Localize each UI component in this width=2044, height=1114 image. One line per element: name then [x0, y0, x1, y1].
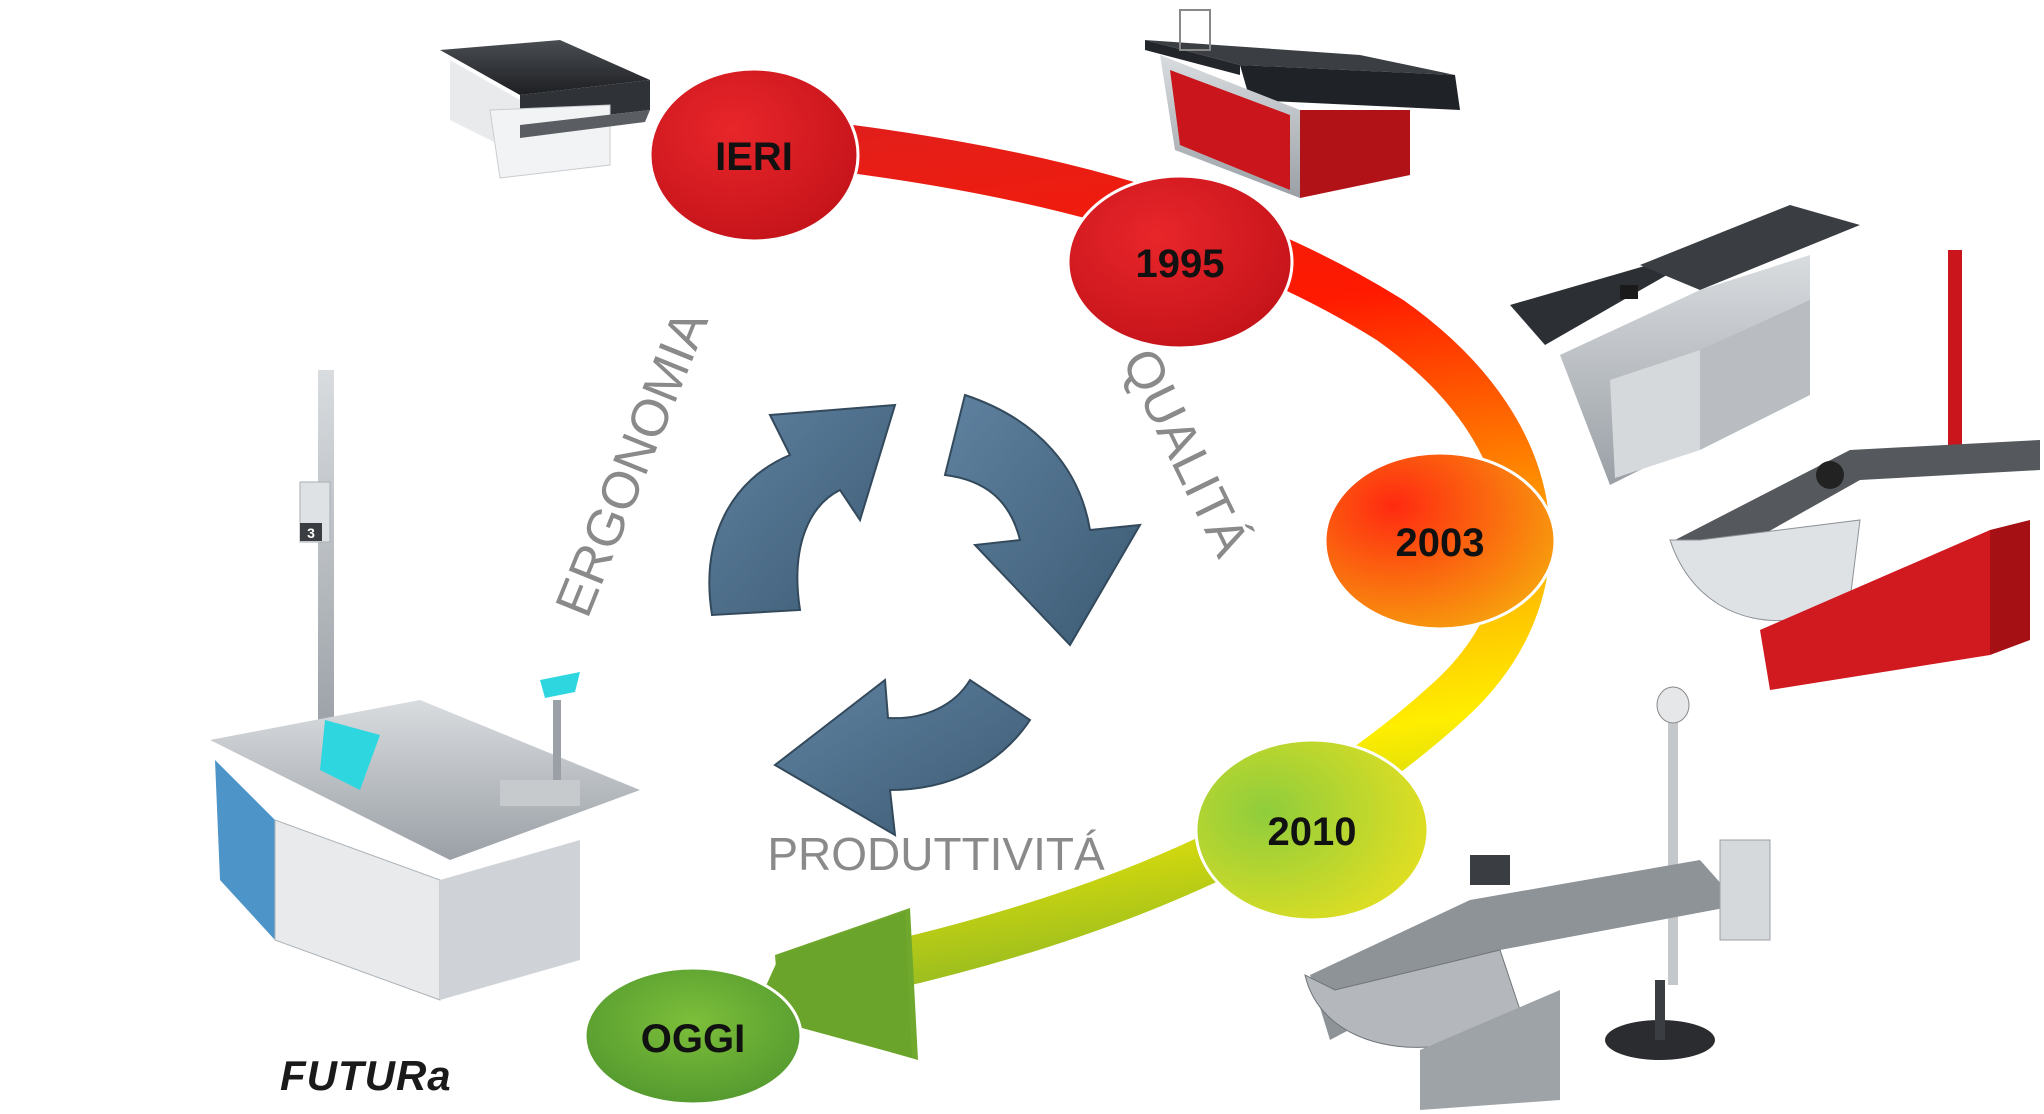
- lane-number-badge: 3: [307, 525, 315, 541]
- cycle-arrow-bottom: [773, 678, 1032, 837]
- node-oggi-label: OGGI: [641, 1017, 745, 1061]
- futura-logo: FUTURa: [280, 1052, 452, 1099]
- node-2003-label: 2003: [1396, 521, 1485, 565]
- checkout-counter-2003-image: [1510, 205, 1860, 485]
- node-2003: 2003: [1323, 451, 1557, 631]
- cycle-arrow-left: [708, 403, 897, 617]
- checkout-counter-2010-image: [1304, 686, 1771, 1110]
- checkout-counter-1995-image: [1145, 9, 1460, 198]
- node-1995-label: 1995: [1136, 242, 1225, 286]
- checkout-counter-oggi-image: 3: [210, 370, 640, 1001]
- node-2010: 2010: [1194, 738, 1430, 922]
- cycle-arrow-right: [943, 393, 1142, 647]
- node-ieri: IERI: [648, 67, 860, 243]
- node-oggi: OGGI: [583, 966, 803, 1106]
- cycle-arrows: [708, 393, 1142, 837]
- theme-ergonomia: ERGONOMIA: [545, 302, 720, 624]
- node-1995: 1995: [1066, 174, 1294, 350]
- node-ieri-label: IERI: [715, 135, 793, 179]
- checkout-counter-ieri-image: [440, 40, 650, 179]
- node-2010-label: 2010: [1268, 810, 1357, 854]
- theme-produttivita: PRODUTTIVITÁ: [767, 828, 1105, 880]
- checkout-counter-red-modern-image: [1669, 250, 2040, 690]
